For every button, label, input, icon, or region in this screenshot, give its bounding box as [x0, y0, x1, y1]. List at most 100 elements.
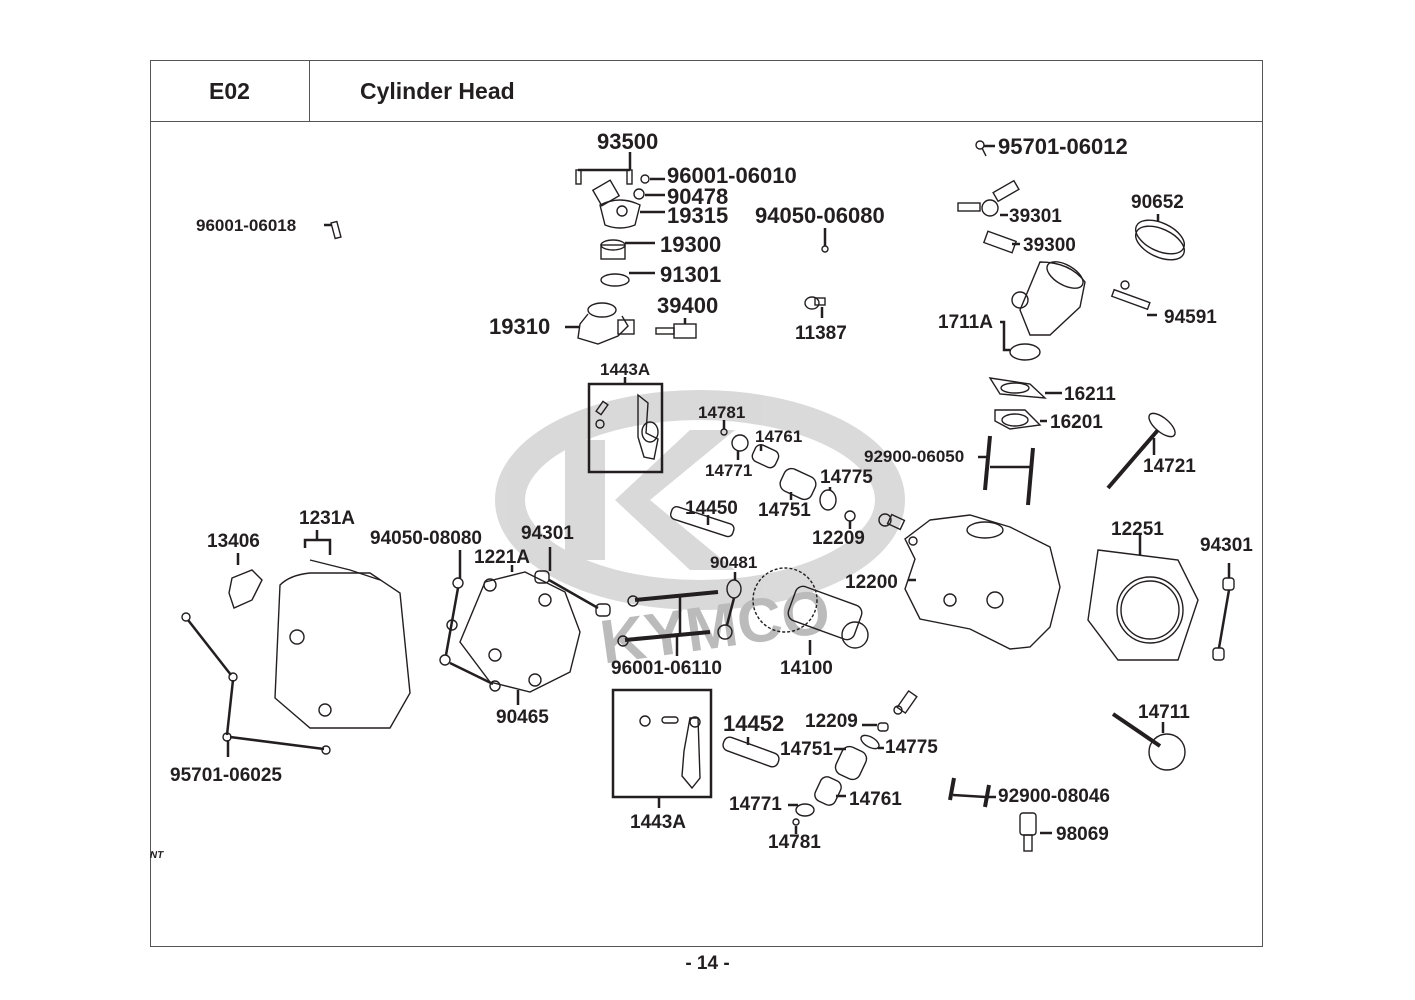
rocker-shaft-14452 [722, 736, 780, 768]
clamp-11387 [804, 296, 826, 318]
spring-seat-14775-bottom [860, 734, 884, 750]
label-19310: 19310 [489, 314, 551, 339]
label-98069: 98069 [1056, 824, 1109, 845]
label-92900-06050: 92900-06050 [864, 447, 965, 466]
label-1443A-top: 1443A [600, 360, 651, 379]
section-code: E02 [150, 60, 310, 122]
o-ring-90478 [633, 188, 645, 200]
label-90478: 90478 [667, 184, 729, 209]
label-16211: 16211 [1064, 384, 1116, 405]
label-14751-bottom: 14751 [780, 739, 833, 760]
thermostat-19300 [600, 239, 626, 260]
label-94301-left: 94301 [521, 523, 574, 544]
camshaft-14100 [752, 567, 869, 655]
inner-spring-14761-top [751, 444, 780, 469]
rocker-arm-bottom [639, 715, 701, 790]
label-96001-06018: 96001-06018 [196, 216, 297, 235]
diagram-frame [150, 60, 1263, 947]
label-14761-bottom: 14761 [849, 789, 902, 810]
injector-39300 [982, 230, 1020, 254]
exhaust-valve-14721 [1106, 412, 1176, 490]
label-96001-06110: 96001-06110 [611, 658, 722, 679]
label-90481: 90481 [710, 553, 758, 572]
valve-cotter-14781-top [720, 420, 728, 436]
valve-cotter-14781-bottom [792, 818, 800, 834]
spark-plug-98069 [1019, 812, 1052, 852]
corner-mark: NT [149, 850, 165, 861]
label-14761-top: 14761 [755, 427, 803, 446]
head-cover-1231A [274, 530, 411, 729]
label-95701-06025: 95701-06025 [170, 765, 282, 786]
spring-retainer-14771-top [731, 434, 749, 460]
label-13406: 13406 [207, 531, 260, 552]
label-14751-top: 14751 [758, 500, 811, 521]
label-1221A: 1221A [474, 547, 530, 568]
head-gasket-12251 [1087, 535, 1199, 661]
page-number: - 14 - [685, 953, 730, 974]
cam-holder-nuts-94050-08080 [439, 550, 501, 692]
label-94050-06080: 94050-06080 [755, 203, 885, 228]
label-14781-top: 14781 [698, 403, 746, 422]
inner-spring-14761-bottom [814, 776, 846, 806]
temp-sensor-39400 [655, 318, 697, 339]
label-19300: 19300 [660, 232, 722, 257]
outer-spring-14751-top [779, 467, 817, 501]
label-1231A: 1231A [299, 508, 355, 529]
rocker-shaft-14450 [670, 506, 735, 538]
injector-holder-39301 [957, 179, 1020, 217]
washers-90481 [717, 572, 742, 640]
label-90652: 90652 [1131, 192, 1184, 213]
label-39301: 39301 [1009, 206, 1062, 227]
cylinder-head-12200 [904, 514, 1061, 650]
o-ring-91301 [600, 273, 630, 287]
cover-bolts-95701-06025 [181, 612, 331, 757]
label-12209-bottom: 12209 [805, 711, 858, 732]
label-95701-06012: 95701-06012 [998, 134, 1128, 159]
valve-seal-12209-bottom [862, 722, 889, 732]
label-92900-08046: 92900-08046 [998, 786, 1110, 807]
rocker-arm-top [595, 393, 659, 460]
spring-seat-14775-top [819, 487, 837, 511]
label-14771-bottom: 14771 [729, 794, 782, 815]
label-14711: 14711 [1138, 702, 1190, 723]
label-14775-top: 14775 [820, 467, 873, 488]
dowel-pins-94301-right [1212, 563, 1235, 661]
outer-spring-14751-bottom [834, 745, 868, 781]
page-title: Cylinder Head [360, 77, 515, 104]
label-1711A: 1711A [938, 312, 993, 333]
label-91301: 91301 [660, 262, 722, 287]
clip-13406 [228, 553, 263, 609]
label-14775-bottom: 14775 [885, 737, 938, 758]
bolt-95701-06012 [975, 140, 995, 157]
label-14450: 14450 [685, 498, 738, 519]
hose-clamp-90652 [1135, 214, 1185, 261]
bolts-96001-06110 [617, 590, 719, 656]
cam-holder-1221A [459, 565, 581, 693]
dowel-pins-94301-left [534, 547, 611, 617]
label-94301-right: 94301 [1200, 535, 1253, 556]
label-12251: 12251 [1111, 519, 1164, 540]
label-94591: 94591 [1164, 307, 1217, 328]
label-96001-06010: 96001-06010 [667, 163, 797, 188]
spring-retainer-14771-bottom [788, 803, 815, 817]
bolt-96001-06018 [324, 220, 342, 240]
throttle-body-1711A [1000, 261, 1086, 361]
studs-92900-08046 [948, 777, 996, 808]
rocker-arm-kit-box-bottom [611, 688, 713, 799]
intake-valve-14711 [1111, 712, 1186, 771]
label-90465: 90465 [496, 707, 549, 728]
gasket-16201 [994, 409, 1047, 430]
valve-seal-12209-top [844, 510, 856, 529]
thermostat-cover-19315 [591, 179, 641, 229]
label-14721: 14721 [1143, 456, 1196, 477]
label-11387: 11387 [795, 323, 847, 344]
label-19315: 19315 [667, 203, 729, 228]
bolt-94050-06080 [821, 228, 829, 253]
thermostat-bolts [575, 152, 633, 185]
label-16201: 16201 [1050, 412, 1103, 433]
thermostat-housing-19310 [577, 302, 635, 345]
label-39400: 39400 [657, 293, 719, 318]
bolt-96001-06010 [640, 174, 650, 184]
bracket-94591 [1110, 280, 1157, 317]
